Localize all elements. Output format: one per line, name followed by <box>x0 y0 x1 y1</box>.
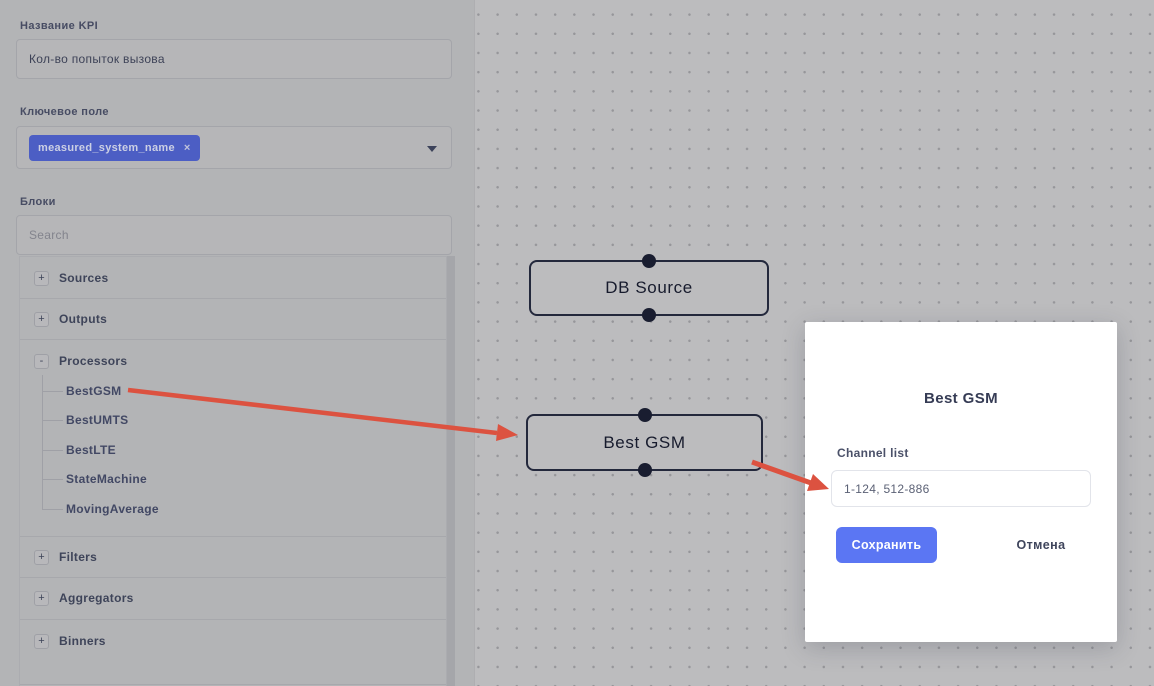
tree-group-label: Filters <box>59 550 98 564</box>
sidebar: Название KPI Ключевое поле measured_syst… <box>0 0 475 686</box>
node-label: DB Source <box>605 278 693 297</box>
node-best-gsm[interactable]: Best GSM <box>526 408 763 477</box>
node-input-port[interactable] <box>642 254 656 268</box>
tree-item-bestgsm[interactable]: BestGSM <box>66 384 122 398</box>
expand-plus-icon[interactable]: + <box>34 270 49 286</box>
expand-plus-icon[interactable]: + <box>34 311 49 327</box>
chevron-down-icon[interactable] <box>427 146 437 152</box>
node-db-source[interactable]: DB Source <box>529 254 769 322</box>
tree-divider <box>20 577 446 578</box>
blocks-tree: + Sources + Outputs - Processors BestGSM… <box>19 256 447 686</box>
tree-group-aggregators[interactable]: + Aggregators <box>34 590 134 606</box>
tree-divider <box>20 684 446 685</box>
tree-item-statemachine[interactable]: StateMachine <box>66 472 147 486</box>
tree-divider <box>20 339 446 340</box>
expand-plus-icon[interactable]: + <box>34 549 49 565</box>
tree-divider <box>20 298 446 299</box>
tree-group-label: Binners <box>59 634 106 648</box>
key-field-tag-label: measured_system_name <box>38 142 175 154</box>
key-field-tag[interactable]: measured_system_name × <box>29 135 200 161</box>
tree-item-movingaverage[interactable]: MovingAverage <box>66 502 159 516</box>
tree-guide-line <box>42 479 63 480</box>
tree-group-outputs[interactable]: + Outputs <box>34 311 107 327</box>
tree-guide-line <box>42 375 43 509</box>
node-settings-modal: Best GSM Channel list Сохранить Отмена <box>805 322 1117 642</box>
expand-plus-icon[interactable]: + <box>34 590 49 606</box>
blocks-search-input[interactable] <box>16 215 452 255</box>
cancel-button[interactable]: Отмена <box>1016 538 1066 552</box>
tree-divider <box>20 619 446 620</box>
key-field-select[interactable]: measured_system_name × <box>16 126 452 169</box>
tree-group-label: Processors <box>59 354 128 368</box>
node-output-port[interactable] <box>637 463 652 477</box>
kpi-name-label: Название KPI <box>20 20 99 32</box>
tree-group-filters[interactable]: + Filters <box>34 549 97 565</box>
modal-title: Best GSM <box>923 390 999 407</box>
tree-guide-line <box>42 420 63 421</box>
key-field-label: Ключевое поле <box>20 106 109 118</box>
tree-group-processors[interactable]: - Processors <box>34 353 127 369</box>
tree-divider <box>20 536 446 537</box>
tree-group-sources[interactable]: + Sources <box>34 270 108 286</box>
node-input-port[interactable] <box>637 408 652 422</box>
tree-guide-line <box>42 391 63 392</box>
tree-group-binners[interactable]: + Binners <box>34 633 106 649</box>
tree-group-label: Aggregators <box>59 591 134 605</box>
expand-plus-icon[interactable]: + <box>34 633 49 649</box>
tree-item-bestlte[interactable]: BestLTE <box>66 443 116 457</box>
blocks-label: Блоки <box>20 196 56 208</box>
kpi-name-input[interactable] <box>16 39 452 79</box>
node-output-port[interactable] <box>642 308 656 322</box>
tree-scrollbar[interactable] <box>447 256 455 686</box>
collapse-minus-icon[interactable]: - <box>34 353 49 369</box>
channel-list-label: Channel list <box>837 446 909 460</box>
tree-guide-line <box>42 450 63 451</box>
channel-list-input[interactable] <box>831 470 1091 507</box>
tree-item-bestumts[interactable]: BestUMTS <box>66 413 129 427</box>
save-button[interactable]: Сохранить <box>836 527 937 563</box>
remove-tag-icon[interactable]: × <box>183 142 191 154</box>
tree-guide-line <box>42 509 63 510</box>
tree-group-label: Sources <box>59 271 109 285</box>
node-label: Best GSM <box>603 432 686 452</box>
tree-group-label: Outputs <box>59 312 108 326</box>
